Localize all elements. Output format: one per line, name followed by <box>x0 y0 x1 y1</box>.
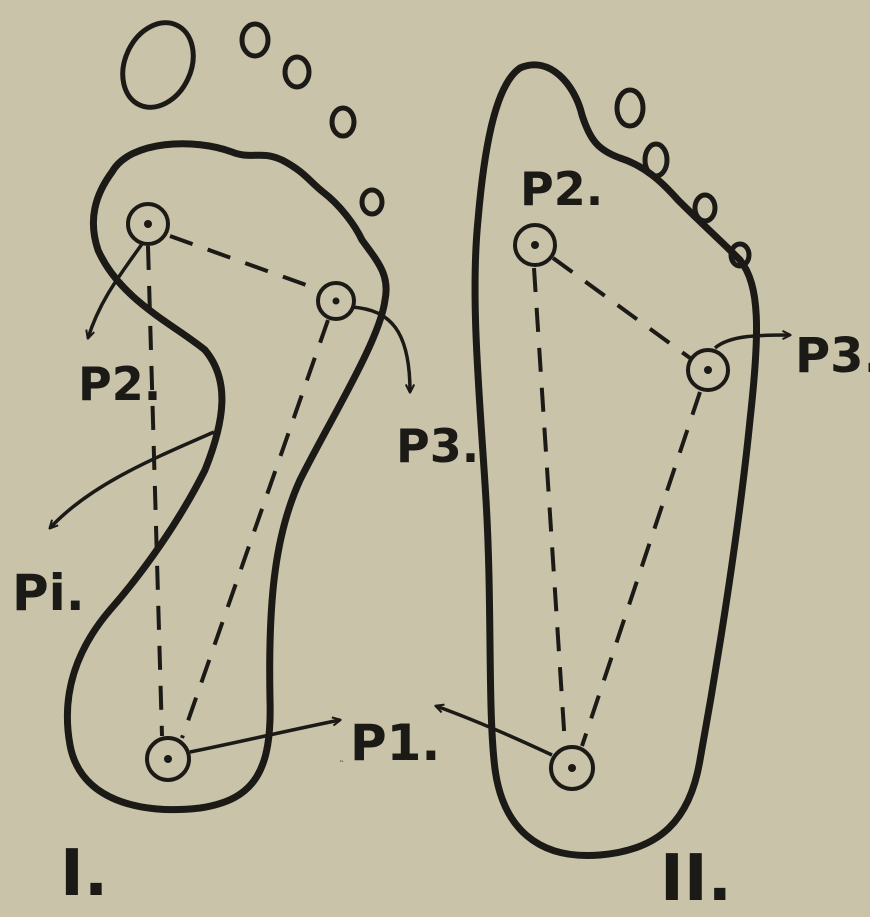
point-p1-I <box>147 738 189 780</box>
label-p3-I: P3. <box>396 419 479 473</box>
arrow-p3-II <box>715 335 790 348</box>
point-p2-II <box>515 225 555 265</box>
toe-1-II <box>617 90 643 126</box>
point-p3-I <box>318 283 354 319</box>
point-p2-I <box>128 204 168 244</box>
toe-2-I <box>242 24 268 56</box>
arrow-pi-I <box>50 432 214 528</box>
toe-4-I <box>332 108 354 136</box>
figure-label-I: I. <box>60 837 108 911</box>
toe-5-I <box>362 190 382 214</box>
toe-big-I <box>109 11 206 119</box>
foot-II: P2. P3. P1. II. <box>340 65 870 916</box>
arrow-p2-I <box>88 244 142 338</box>
foot-outline-II <box>475 65 757 856</box>
label-p2-I: P2. <box>78 357 161 411</box>
label-p1-II: P1. <box>340 761 344 763</box>
label-pi-I: Pi. <box>12 564 85 622</box>
label-p3-II: P3. <box>795 328 870 384</box>
support-triangle-I <box>148 236 328 738</box>
support-triangle-II <box>534 258 700 746</box>
point-p1-II <box>551 747 593 789</box>
foot-I: P2. P3. Pi. P1. I. <box>12 11 479 911</box>
figure-label-II: II. <box>660 842 732 916</box>
point-p3-II <box>688 350 728 390</box>
label-p2-II: P2. <box>520 162 603 216</box>
toe-3-I <box>285 57 309 87</box>
force-arrows-I <box>50 244 410 752</box>
label-p1-I: P1. <box>350 714 440 772</box>
